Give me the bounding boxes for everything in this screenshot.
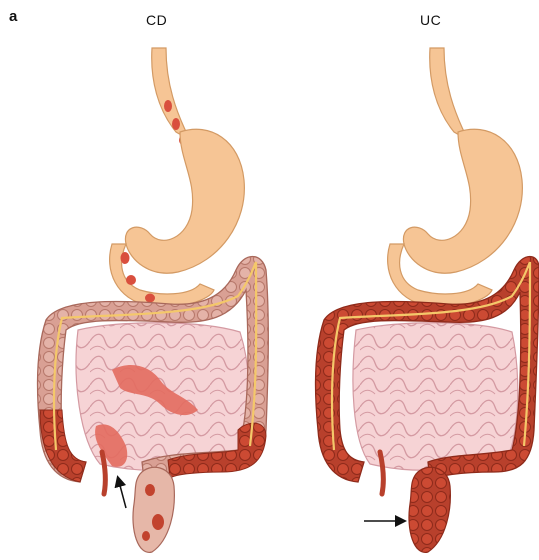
uc-small-intestine [353,323,518,471]
cd-duodenum-lesion [121,252,130,264]
cd-esophagus [152,48,190,140]
uc-diagram [316,48,539,552]
cd-duodenum-lesion [145,294,155,303]
arrow-up-left-pointer [118,478,126,508]
cd-rectal-lesion [152,514,164,530]
uc-rectum [409,467,450,552]
cd-rectal-lesion [145,484,155,496]
cd-rectum [133,467,174,552]
cd-duodenum-lesion [126,275,136,285]
uc-appendix [380,452,383,494]
cd-colon-inflamed-right [40,410,86,482]
cd-appendix [102,452,105,494]
cd-esophagus-lesion [172,118,180,130]
cd-diagram [38,48,269,552]
cd-esophagus-lesion [164,100,172,112]
uc-esophagus [430,48,468,140]
cd-stomach [125,129,244,273]
uc-stomach [403,129,522,273]
cd-rectal-lesion [142,531,150,541]
